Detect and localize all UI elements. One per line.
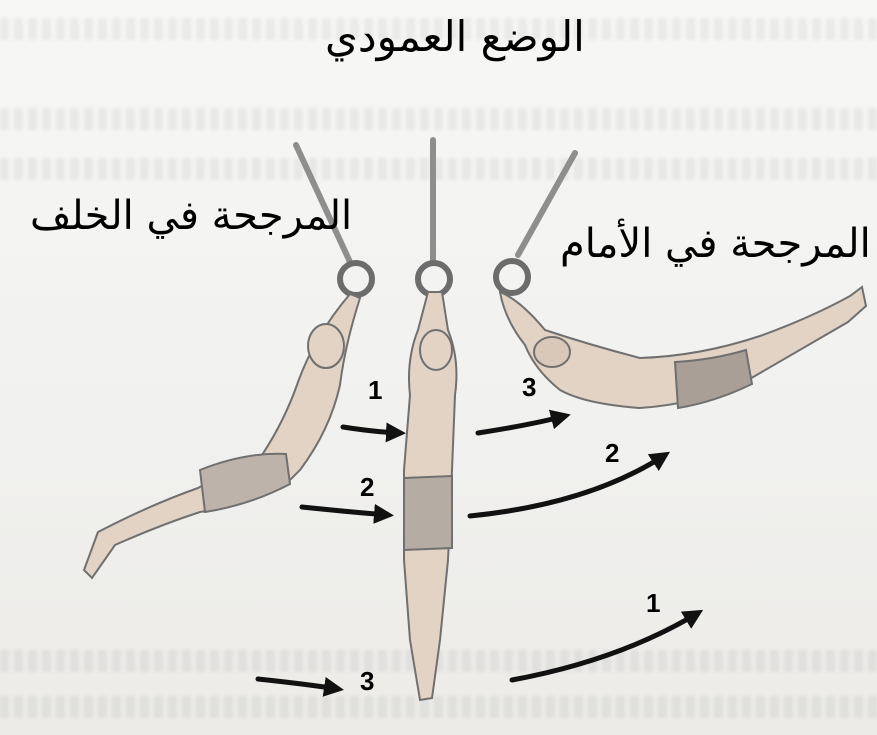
arrow-vertical-1 [343,427,400,433]
sequence-number-vertical-3: 3 [360,668,374,694]
sequence-number-front-3: 3 [522,374,536,400]
sequence-number-front-2: 2 [605,440,619,466]
gymnast-front-swing [500,287,866,408]
arrow-vertical-2 [302,507,388,515]
gymnast-vertical [404,292,456,700]
sequence-number-front-1: 1 [646,590,660,616]
arrow-front-1 [512,613,698,680]
motion-arrows [258,416,698,689]
arrow-front-2 [470,455,665,516]
back-swing-label: المرجحة في الخلف [30,196,352,236]
arrow-vertical-3 [258,679,338,689]
sequence-number-vertical-1: 1 [368,377,382,403]
arrow-front-3 [478,416,565,433]
diagram-title: الوضع العمودي [325,16,585,58]
gymnast-back-swing [84,294,360,578]
rings [340,261,528,295]
sequence-number-vertical-2: 2 [360,474,374,500]
front-swing-label: المرجحة في الأمام [560,224,871,264]
